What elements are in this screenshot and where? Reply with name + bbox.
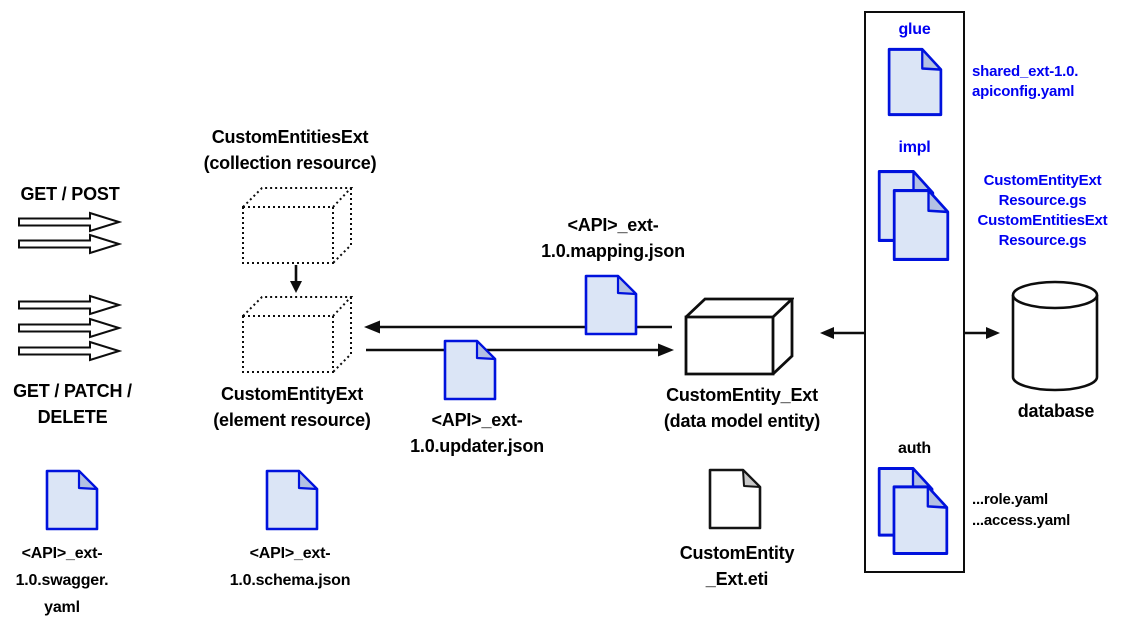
eti-file-icon — [708, 468, 762, 530]
collection-resource-cube-icon — [242, 187, 352, 264]
schema-file-label: <API>_ext- 1.0.schema.json — [229, 545, 351, 589]
get-patch-delete-label: GET / PATCH / DELETE — [13, 381, 132, 427]
arrow-box-to-entity — [820, 327, 866, 339]
arrow-collection-to-element — [290, 265, 302, 293]
database-label: database — [1017, 401, 1095, 421]
glue-section-label: glue — [898, 21, 931, 38]
module-box — [864, 11, 965, 573]
get-post-label: GET / POST — [20, 184, 120, 204]
eti-file-label: CustomEntity _Ext.eti — [679, 543, 795, 589]
impl-files-label: CustomEntityExt Resource.gs CustomEntiti… — [977, 172, 1108, 249]
collection-resource-label: CustomEntitiesExt (collection resource) — [203, 127, 377, 173]
database-icon — [1011, 280, 1099, 392]
swagger-file-label: <API>_ext- 1.0.swagger. yaml — [15, 545, 109, 616]
data-model-entity-label: CustomEntity_Ext (data model entity) — [663, 385, 821, 431]
glue-files-label: shared_ext-1.0. apiconfig.yaml — [972, 63, 1079, 100]
glue-file-icon — [887, 47, 943, 117]
get-patch-delete-arrows-icon — [18, 295, 120, 361]
auth-section-label: auth — [898, 440, 931, 457]
updater-file-label: <API>_ext- 1.0.updater.json — [410, 410, 544, 456]
element-resource-cube-icon — [242, 296, 352, 373]
updater-file-icon — [443, 339, 497, 401]
schema-file-icon — [265, 469, 319, 531]
data-model-entity-cube-icon — [684, 297, 794, 376]
mapping-file-icon — [584, 274, 638, 336]
arrow-element-to-entity — [366, 343, 674, 357]
impl-files-icon — [877, 170, 950, 261]
element-resource-label: CustomEntityExt (element resource) — [213, 384, 371, 430]
mapping-file-label: <API>_ext- 1.0.mapping.json — [541, 215, 685, 261]
get-post-arrows-icon — [18, 212, 120, 254]
arrow-box-to-database — [964, 327, 1000, 339]
auth-files-label: ...role.yaml ...access.yaml — [972, 491, 1071, 529]
swagger-file-icon — [45, 469, 99, 531]
auth-files-icon — [877, 466, 949, 556]
impl-section-label: impl — [898, 139, 931, 156]
